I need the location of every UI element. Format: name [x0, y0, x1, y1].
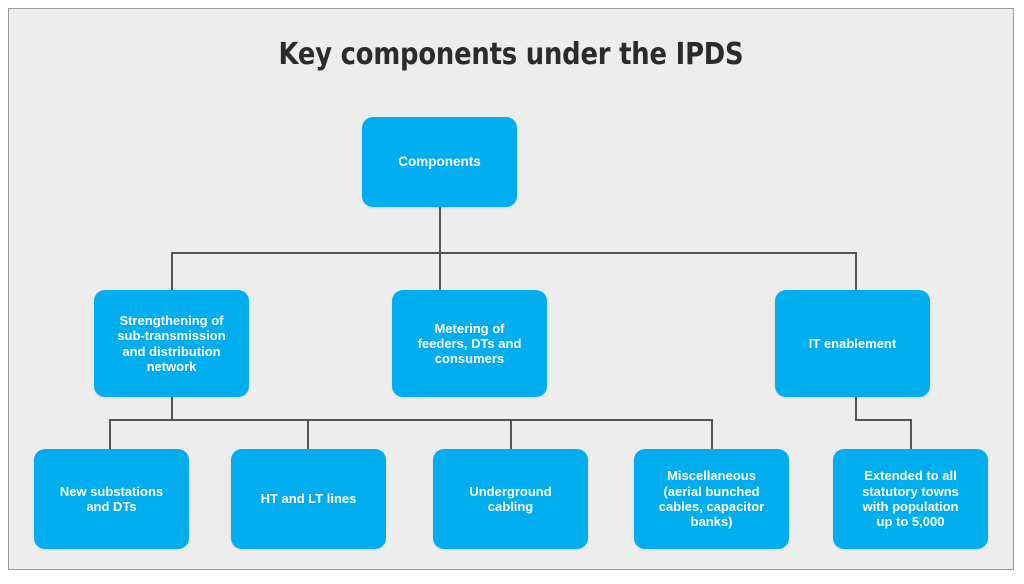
node-underground-cabling-label: Underground cabling — [469, 483, 552, 514]
connector-it-step-down — [910, 419, 912, 449]
diagram-canvas: Key components under the IPDS Components… — [9, 9, 1013, 569]
connector-drop-miscellaneous — [711, 419, 713, 449]
connector-it-step-across — [855, 419, 911, 421]
node-it-enablement-label: IT enablement — [808, 335, 897, 351]
node-metering-label: Metering of feeders, DTs and consumers — [417, 320, 522, 367]
node-components[interactable]: Components — [362, 117, 517, 207]
connector-drop-underground-cabling — [510, 419, 512, 449]
connector-it-stem-down — [855, 397, 857, 419]
node-miscellaneous-label: Miscellaneous (aerial bunched cables, ca… — [658, 468, 765, 530]
page-title: Key components under the IPDS — [278, 37, 744, 72]
connector-level2-bus — [171, 252, 857, 254]
connector-drop-ht-lt-lines — [307, 419, 309, 449]
connector-drop-new-substations — [109, 419, 111, 449]
connector-drop-it-enablement — [855, 252, 857, 290]
diagram-frame: Key components under the IPDS Components… — [8, 8, 1014, 570]
connector-root-stem — [439, 207, 441, 252]
connector-strengthening-stem — [171, 397, 173, 419]
connector-drop-metering — [439, 252, 441, 290]
node-ht-lt-lines-label: HT and LT lines — [260, 491, 357, 507]
node-extended-statutory-towns-label: Extended to all statutory towns with pop… — [862, 468, 959, 530]
node-it-enablement[interactable]: IT enablement — [775, 290, 930, 397]
node-extended-statutory-towns[interactable]: Extended to all statutory towns with pop… — [833, 449, 988, 549]
node-strengthening[interactable]: Strengthening of sub-transmission and di… — [94, 290, 249, 397]
node-ht-lt-lines[interactable]: HT and LT lines — [231, 449, 386, 549]
node-metering[interactable]: Metering of feeders, DTs and consumers — [392, 290, 547, 397]
node-components-label: Components — [398, 154, 481, 170]
node-strengthening-label: Strengthening of sub-transmission and di… — [117, 312, 226, 374]
node-underground-cabling[interactable]: Underground cabling — [433, 449, 588, 549]
connector-drop-strengthening — [171, 252, 173, 290]
connector-level3-bus — [109, 419, 712, 421]
node-new-substations[interactable]: New substations and DTs — [34, 449, 189, 549]
node-new-substations-label: New substations and DTs — [59, 483, 164, 514]
node-miscellaneous[interactable]: Miscellaneous (aerial bunched cables, ca… — [634, 449, 789, 549]
